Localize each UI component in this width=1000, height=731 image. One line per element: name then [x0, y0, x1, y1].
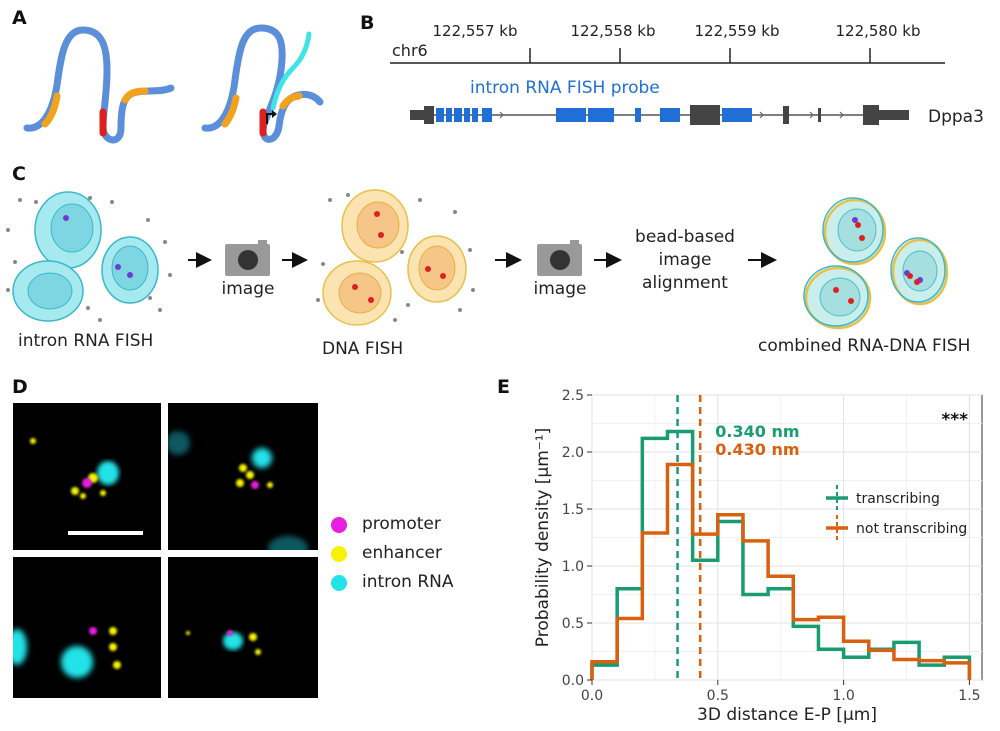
histogram-series — [590, 429, 972, 680]
enhancer-segment-3 — [221, 94, 240, 128]
chromatin-loop-schematic — [23, 24, 324, 144]
panel-letter-e: E — [497, 376, 510, 398]
median-label-transcribing: 0.340 nm — [715, 422, 799, 441]
enhancer-dot-icon — [331, 546, 347, 562]
enhancer-segment-2 — [121, 87, 149, 104]
probe-label: intron RNA FISH probe — [470, 78, 660, 98]
panel-letter-d: D — [12, 376, 28, 398]
micrograph-2 — [168, 403, 318, 550]
workflow-diagram — [6, 189, 949, 330]
enhancer-segment-1 — [41, 92, 61, 128]
track-tick-1: 122,557 kb — [432, 22, 518, 40]
camera-icon-2 — [537, 240, 582, 276]
camera-icon-1 — [225, 240, 270, 276]
legend-promoter: promoter — [362, 514, 441, 534]
alignment-label: bead-based image alignment — [635, 227, 735, 293]
legend-enhancer: enhancer — [362, 543, 442, 563]
panel-letter-c: C — [12, 163, 26, 185]
image-label-2: image — [533, 279, 587, 299]
gene-track — [390, 48, 945, 125]
track-tick-3: 122,559 kb — [694, 22, 780, 40]
x-tick-label: 1.0 — [832, 688, 854, 704]
rna-fish-cells — [6, 191, 172, 322]
legend-label: not transcribing — [856, 521, 967, 537]
median-lines: 0.340 nm0.430 nm *** — [676, 395, 968, 680]
y-tick-label: 2.0 — [562, 445, 584, 461]
x-tick-label: 0.5 — [707, 688, 729, 704]
y-tick-label: 0.5 — [562, 616, 584, 632]
micrograph-1 — [13, 403, 161, 550]
scale-bar — [68, 531, 143, 535]
enhancer-segment-4 — [279, 92, 303, 110]
panel-letter-a: A — [12, 7, 27, 29]
micrograph-legend-dots — [331, 517, 347, 591]
y-tick-label: 0.0 — [562, 673, 584, 689]
micrograph-4 — [168, 557, 318, 698]
dna-fish-label: DNA FISH — [322, 339, 404, 359]
combined-cells — [803, 197, 949, 330]
histogram-transcribing — [590, 429, 972, 680]
gridlines — [591, 394, 982, 681]
ep-distance-histogram: 0.340 nm0.430 nm*** 0.00.51.01.52.02.50.… — [533, 388, 983, 725]
x-tick-label: 1.5 — [958, 688, 980, 704]
combined-fish-label: combined RNA-DNA FISH — [758, 336, 971, 356]
y-axis-label: Probability density [µm⁻¹] — [533, 428, 553, 647]
histogram-not-transcribing — [590, 462, 972, 680]
x-axis-label: 3D distance E-P [µm] — [697, 705, 877, 725]
panel-letter-b: B — [360, 12, 375, 34]
legend-label: transcribing — [856, 491, 940, 507]
rna-fish-label: intron RNA FISH — [18, 331, 154, 351]
promoter-dot-icon — [331, 517, 347, 533]
chart-legend: transcribing not transcribing — [826, 485, 967, 541]
y-tick-label: 1.5 — [562, 502, 584, 518]
legend-intron-rna: intron RNA — [362, 572, 454, 592]
y-tick-label: 1.0 — [562, 559, 584, 575]
intron-rna-dot-icon — [331, 575, 347, 591]
nascent-rna-strand — [270, 31, 312, 111]
x-tick-label: 0.0 — [581, 688, 603, 704]
dna-fish-cells — [316, 189, 475, 326]
track-chrom-label: chr6 — [392, 41, 428, 60]
micrograph-3 — [13, 557, 161, 698]
axes: 0.0 0.5 1.0 1.5 2.0 2.5 0.0 0.5 1.0 1.5 3D distanc… — [533, 388, 981, 725]
significance-marker: *** — [941, 410, 968, 430]
track-tick-4: 122,580 kb — [835, 22, 921, 40]
gene-label: Dppa3 — [928, 107, 984, 127]
median-label-not-transcribing: 0.430 nm — [715, 440, 799, 459]
y-tick-label: 2.5 — [562, 388, 584, 404]
image-label-1: image — [221, 279, 275, 299]
track-tick-2: 122,558 kb — [570, 22, 656, 40]
